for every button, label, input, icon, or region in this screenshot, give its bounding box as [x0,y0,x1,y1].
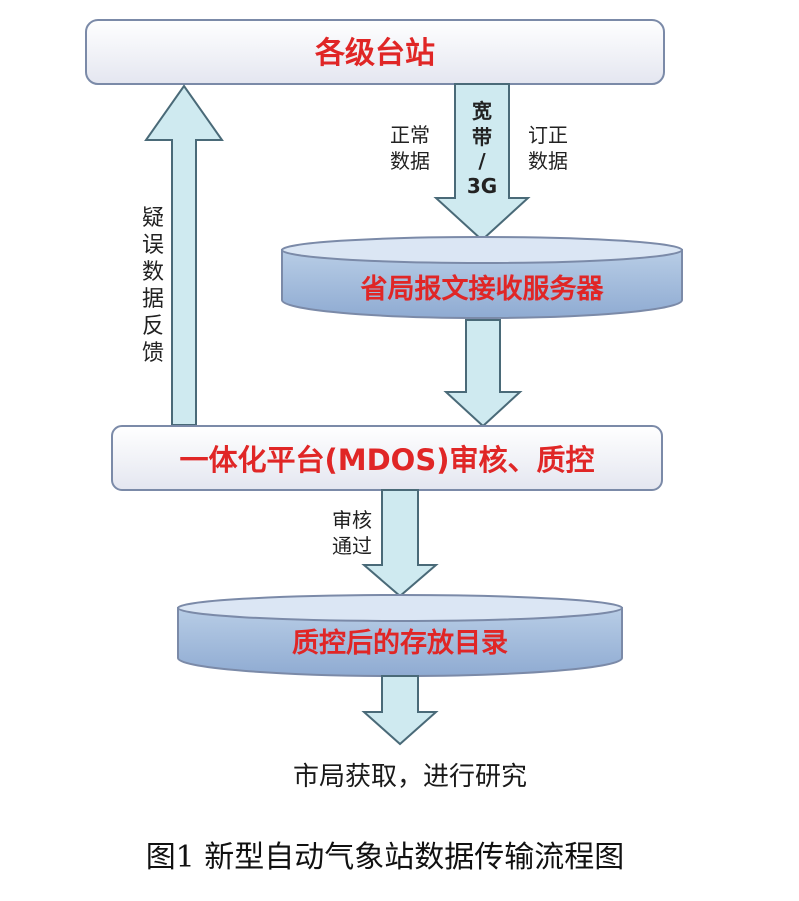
platform-box: 一体化平台(MDOS)审核、质控 [111,425,663,491]
normal-data-line-1: 正常 [390,123,430,147]
stations-box: 各级台站 [85,19,665,85]
storage-label: 质控后的存放目录 [292,627,508,659]
corrected-data-label: 订正 数据 [528,123,568,173]
feedback-char-3: 数 [142,260,164,285]
feedback-label: 疑 误 数 据 反 馈 [142,206,164,366]
normal-data-line-2: 数据 [390,149,430,173]
approved-line-1: 审核 [332,508,372,532]
feedback-char-6: 馈 [142,341,164,366]
figure-caption: 图1 新型自动气象站数据传输流程图 [146,840,625,875]
feedback-char-1: 疑 [142,206,164,231]
bandwidth-char-2: 带 [472,125,492,149]
corrected-data-line-2: 数据 [528,149,568,173]
stations-label: 各级台站 [314,36,435,71]
corrected-data-line-1: 订正 [528,123,568,147]
final-step-label: 市局获取，进行研究 [293,762,527,792]
approved-line-2: 通过 [332,534,372,558]
provincial-server-label: 省局报文接收服务器 [361,273,605,305]
feedback-char-5: 反 [142,314,164,339]
approved-label: 审核 通过 [332,508,372,558]
storage-to-final-arrow [361,675,439,746]
storage-cylinder: 质控后的存放目录 [177,594,623,677]
bandwidth-char-3: / [478,149,486,173]
server-to-platform-arrow [443,319,523,428]
bandwidth-char-4: 3G [467,174,497,198]
feedback-char-4: 据 [142,287,164,312]
approved-arrow [361,489,439,598]
platform-label: 一体化平台(MDOS)审核、质控 [180,443,595,477]
provincial-server-cylinder: 省局报文接收服务器 [281,236,683,319]
bandwidth-arrow: 宽 带 / 3G [433,83,531,242]
normal-data-label: 正常 数据 [390,123,430,173]
feedback-arrow [144,84,224,426]
feedback-char-2: 误 [142,233,164,258]
bandwidth-char-1: 宽 [472,99,492,123]
